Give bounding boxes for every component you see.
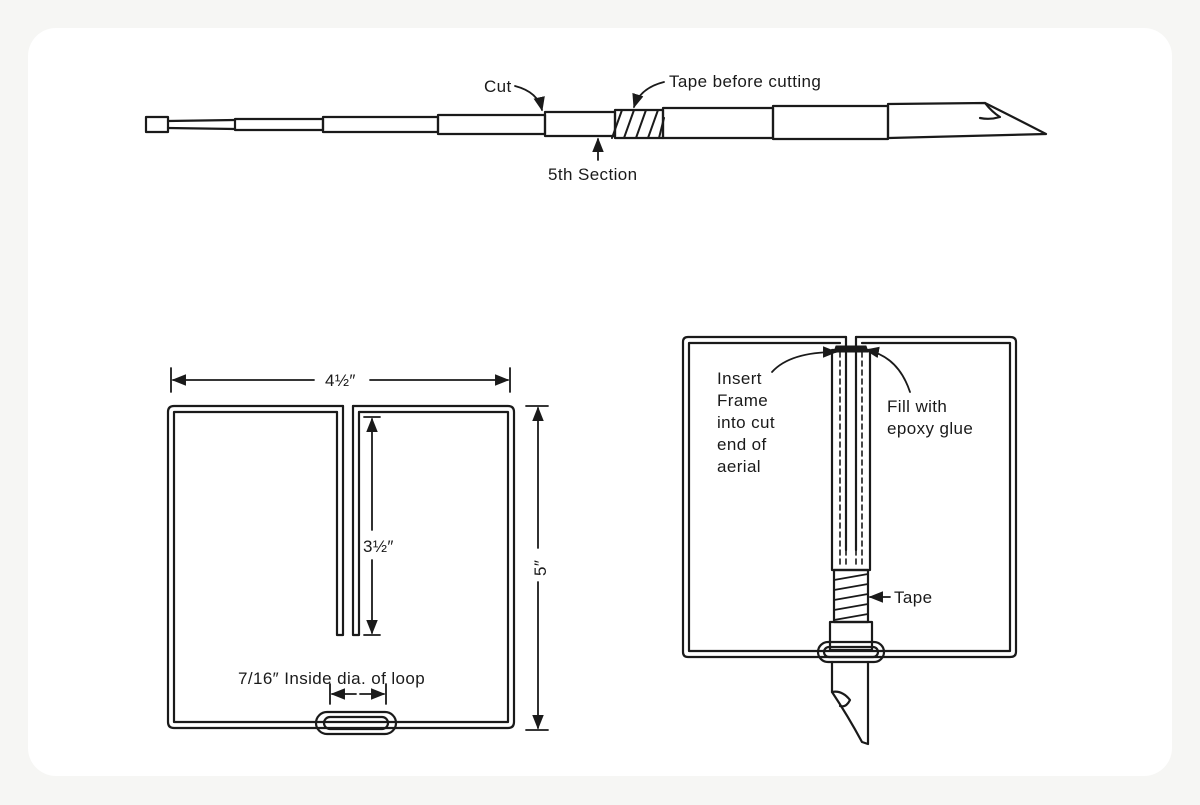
width-extension-lines xyxy=(170,367,511,393)
height-extension-lines xyxy=(525,405,549,731)
insert-line-1: Insert xyxy=(717,369,762,388)
insert-line-5: aerial xyxy=(717,457,761,476)
frame-dimensions: 4½″ 3½″ 5″ 7/16″ Inside dia. of loop xyxy=(170,367,550,731)
tape-stripes xyxy=(611,109,665,139)
height-label: 5″ xyxy=(531,560,550,576)
insert-line-3: into cut xyxy=(717,413,775,432)
frame-loop-outer xyxy=(314,710,398,736)
assembly-loop-outer xyxy=(816,640,886,664)
lower-tube xyxy=(828,620,874,652)
epoxy-line-1: Fill with xyxy=(887,397,947,416)
aerial-base-hole xyxy=(978,101,1002,120)
epoxy-fill xyxy=(833,345,869,353)
loop-label: 7/16″ Inside dia. of loop xyxy=(238,669,425,688)
slot-label: 3½″ xyxy=(363,537,394,556)
cut-arrow xyxy=(514,85,545,112)
insert-arrow xyxy=(771,346,838,373)
epoxy-label: Fill with epoxy glue xyxy=(887,397,973,438)
assembly-aerial-base xyxy=(830,660,870,746)
insert-line-2: Frame xyxy=(717,391,768,410)
assembly-callouts: Insert Frame into cut end of aerial Fill… xyxy=(717,346,973,607)
paper-background xyxy=(28,28,1172,776)
tape-arrow xyxy=(632,81,665,109)
aerial-callouts: Cut Tape before cutting 5th Section xyxy=(484,72,821,184)
frame-inner-wire xyxy=(172,410,510,724)
wire-frame xyxy=(166,404,516,736)
epoxy-line-2: epoxy glue xyxy=(887,419,973,438)
epoxy-arrow xyxy=(864,346,911,393)
insert-line-4: end of xyxy=(717,435,767,454)
frame-slot-right xyxy=(351,404,361,637)
assembly-loop-inner xyxy=(822,645,880,659)
cut-label: Cut xyxy=(484,77,512,96)
aerial-section-1 xyxy=(166,118,237,131)
tape-label: Tape xyxy=(894,588,932,607)
loop-extension-lines xyxy=(329,683,387,705)
assembly-base-hole xyxy=(830,690,852,708)
fifth-section-label: 5th Section xyxy=(548,165,637,184)
assembly xyxy=(681,335,1018,746)
frame-slot-left xyxy=(335,404,345,637)
width-label: 4½″ xyxy=(325,371,356,390)
aerial-tip xyxy=(144,115,170,134)
telescopic-aerial xyxy=(144,101,1048,141)
tape-before-cutting-label: Tape before cutting xyxy=(669,72,821,91)
tape-wraps xyxy=(833,573,869,621)
insert-frame-label: Insert Frame into cut end of aerial xyxy=(717,369,780,476)
frame-loop-inner xyxy=(322,715,390,731)
slot-extension-lines xyxy=(363,416,381,636)
